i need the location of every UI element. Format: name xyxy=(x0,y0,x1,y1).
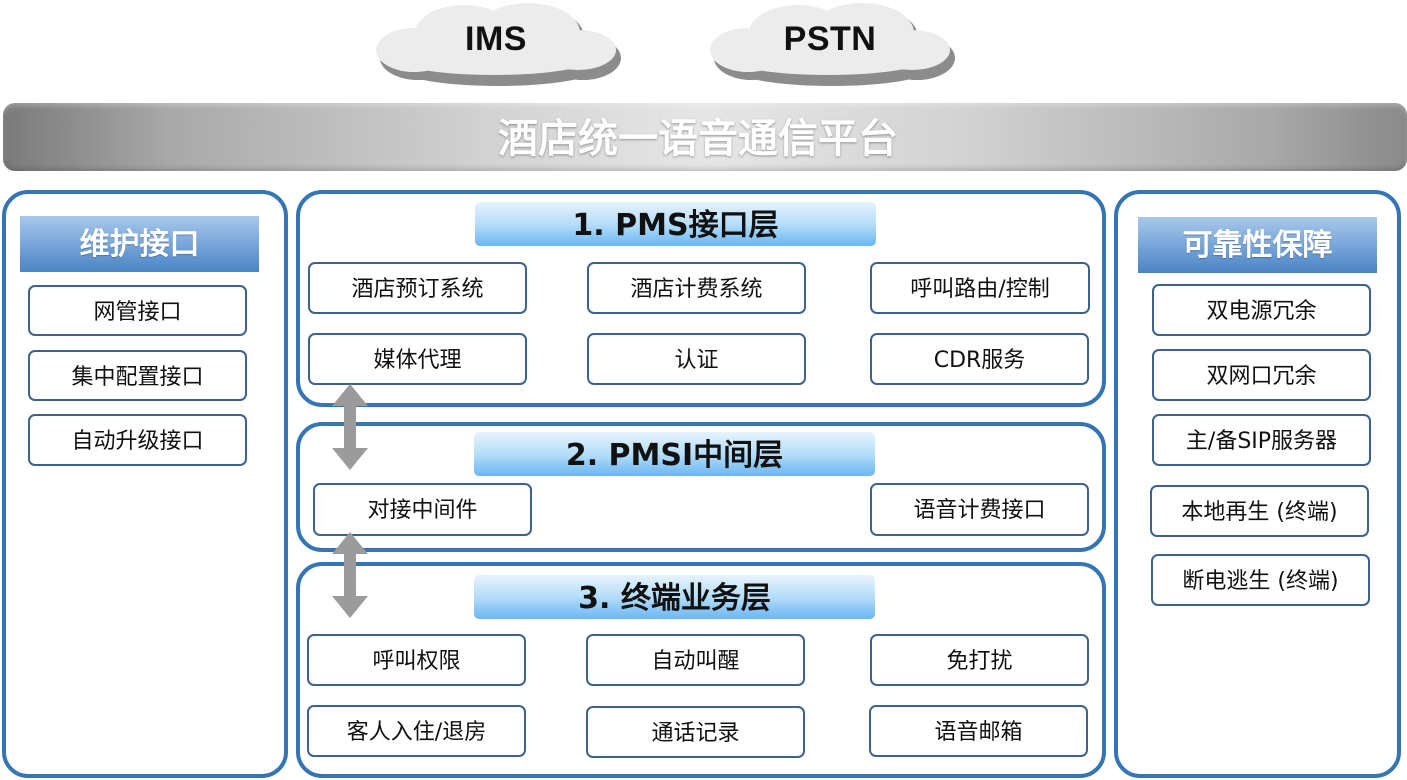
layer-2-title: 2. PMSI中间层 xyxy=(474,432,875,476)
layer-1-item: 媒体代理 xyxy=(308,333,527,385)
maintenance-item: 集中配置接口 xyxy=(28,350,247,401)
maintenance-item: 网管接口 xyxy=(28,285,247,336)
reliability-item: 断电逃生 (终端) xyxy=(1151,554,1370,606)
reliability-item: 双网口冗余 xyxy=(1152,349,1371,401)
platform-banner: 酒店统一语音通信平台 xyxy=(3,103,1407,171)
layer-2-item: 对接中间件 xyxy=(313,483,532,536)
cloud-label: IMS xyxy=(465,20,527,58)
reliability-item: 双电源冗余 xyxy=(1152,284,1371,336)
layer-1-title: 1. PMS接口层 xyxy=(475,202,876,246)
layer-1-item: 呼叫路由/控制 xyxy=(870,262,1090,314)
layer-3-item: 通话记录 xyxy=(586,706,805,758)
cloud-icon xyxy=(710,3,955,86)
cloud-ims: IMS xyxy=(368,2,624,88)
layer-3-item: 免打扰 xyxy=(870,634,1089,686)
double-arrow-icon xyxy=(332,532,368,618)
layer-2-item: 语音计费接口 xyxy=(870,483,1089,536)
double-arrow-icon xyxy=(332,384,368,470)
layer-3-title: 3. 终端业务层 xyxy=(474,575,875,619)
reliability-item: 本地再生 (终端) xyxy=(1150,485,1369,537)
reliability-item: 主/备SIP服务器 xyxy=(1152,414,1371,466)
layer-1-item: 酒店计费系统 xyxy=(587,262,806,314)
cloud-pstn: PSTN xyxy=(702,2,958,88)
layer-1-item: 认证 xyxy=(587,333,806,385)
reliability-panel xyxy=(1114,190,1401,778)
maintenance-panel-title: 维护接口 xyxy=(20,216,259,272)
layer-3-item: 呼叫权限 xyxy=(307,634,526,686)
layer-3-item: 自动叫醒 xyxy=(586,634,805,686)
layer-3-item: 客人入住/退房 xyxy=(307,705,526,757)
maintenance-item: 自动升级接口 xyxy=(28,414,247,466)
cloud-icon xyxy=(376,3,621,86)
platform-title: 酒店统一语音通信平台 xyxy=(498,116,898,162)
layer-1-item: CDR服务 xyxy=(870,333,1089,385)
layer-3-item: 语音邮箱 xyxy=(869,705,1088,757)
layer-1-item: 酒店预订系统 xyxy=(308,262,527,314)
maintenance-panel xyxy=(2,190,288,778)
cloud-label: PSTN xyxy=(783,20,877,58)
reliability-panel-title: 可靠性保障 xyxy=(1138,217,1377,273)
